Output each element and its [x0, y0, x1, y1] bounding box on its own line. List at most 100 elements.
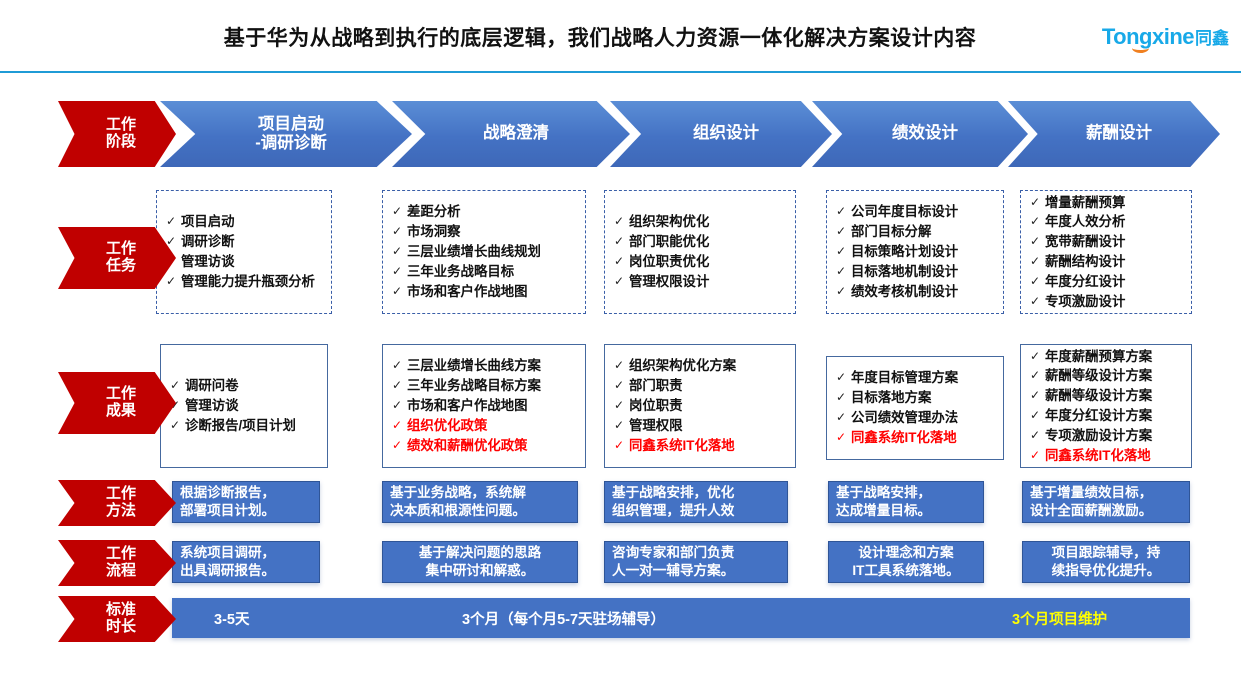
task-item-text: 管理权限设计: [629, 273, 710, 289]
task-item-text: 年度人效分析: [1045, 214, 1126, 230]
task-item: ✓管理访谈: [166, 252, 324, 272]
deliverable-item-text: 组织架构优化方案: [629, 358, 737, 374]
task-item: ✓增量薪酬预算: [1030, 193, 1184, 213]
deliverable-item-text: 管理访谈: [185, 398, 239, 414]
stage-chevron-3[interactable]: 组织设计: [610, 101, 832, 167]
check-icon: ✓: [614, 417, 625, 432]
row-label-line1: 标准: [105, 601, 136, 619]
row-label-line1: 工作: [105, 240, 136, 258]
deliverable-item: ✓三层业绩增长曲线方案: [392, 356, 578, 376]
check-icon: ✓: [392, 244, 403, 259]
row-label-line2: 时长: [105, 618, 136, 635]
check-icon: ✓: [1030, 254, 1041, 268]
deliverable-item: ✓年度薪酬预算方案: [1030, 347, 1184, 367]
row-label-line2: 阶段: [105, 133, 136, 150]
deliverable-item: ✓管理访谈: [170, 396, 320, 416]
method-text: 基于业务战略，系统解 决本质和根源性问题。: [390, 485, 526, 518]
deliverable-item: ✓岗位职责: [614, 396, 788, 416]
duration-segment-2: 3个月（每个月5-7天驻场辅导）: [462, 611, 666, 628]
deliverable-item-text: 管理权限: [629, 417, 683, 433]
deliverable-item: ✓调研问卷: [170, 376, 320, 396]
deliverable-item-text: 同鑫系统IT化落地: [629, 437, 735, 453]
task-item-text: 部门职能优化: [629, 234, 710, 250]
deliverable-item-text: 专项激励设计方案: [1045, 427, 1153, 443]
check-icon: ✓: [1030, 293, 1041, 308]
deliverable-item: ✓专项激励设计方案: [1030, 426, 1184, 446]
check-icon: ✓: [614, 378, 625, 393]
task-item-text: 市场洞察: [407, 224, 461, 240]
deliverable-item: ✓诊断报告/项目计划: [170, 416, 320, 436]
logo-swoosh-icon: [1131, 43, 1149, 53]
deliverable-item-text: 薪酬等级设计方案: [1045, 388, 1153, 404]
deliverable-item-highlight: ✓同鑫系统IT化落地: [614, 436, 788, 456]
method-text: 根据诊断报告， 部署项目计划。: [180, 485, 276, 518]
check-icon: ✓: [392, 263, 403, 278]
stage-label: 绩效设计: [892, 124, 958, 143]
check-icon: ✓: [836, 283, 847, 298]
deliverable-item: ✓ 组织架构优化方案: [614, 356, 788, 376]
company-logo: Tongxine 同鑫: [1102, 26, 1229, 53]
flow-text: 基于解决问题的思路 集中研讨和解惑。: [418, 545, 542, 578]
row-label-work-stage: 工作 阶段: [58, 101, 176, 167]
deliverable-item-highlight: ✓绩效和薪酬优化政策: [392, 436, 578, 456]
check-icon: ✓: [1030, 408, 1041, 422]
stage-chevron-5[interactable]: 薪酬设计: [1008, 101, 1220, 167]
row-label-work-task: 工作 任务: [58, 227, 176, 289]
stage-label: 薪酬设计: [1086, 124, 1152, 143]
task-item: ✓三层业绩增长曲线规划: [392, 242, 578, 262]
task-item-text: 目标策略计划设计: [851, 244, 959, 260]
check-icon: ✓: [1030, 368, 1041, 383]
row-label-line2: 成果: [105, 402, 136, 419]
check-icon: ✓: [1030, 447, 1041, 462]
duration-segment-1: 3-5天: [214, 611, 250, 628]
task-item: ✓ 专项激励设计: [1030, 292, 1184, 312]
method-text: 基于战略安排， 达成增量目标。: [836, 485, 932, 518]
deliverable-item: ✓ 薪酬等级设计方案: [1030, 386, 1184, 406]
task-item-text: 专项激励设计: [1045, 293, 1126, 309]
task-item: ✓ 薪酬结构设计: [1030, 252, 1184, 272]
flow-box-4: 设计理念和方案 IT工具系统落地。: [828, 541, 984, 583]
check-icon: ✓: [1030, 388, 1041, 403]
deliverable-item-text: 目标落地方案: [851, 390, 932, 406]
stage-chevron-2[interactable]: 战略澄清: [392, 101, 630, 167]
deliverable-item-text: 市场和客户作战地图: [407, 398, 528, 414]
task-item: ✓管理能力提升瓶颈分析: [166, 272, 324, 292]
task-item-text: 市场和客户作战地图: [407, 283, 528, 299]
task-item: ✓ 三年业务战略目标: [392, 262, 578, 282]
task-item-text: 岗位职责优化: [629, 254, 710, 269]
task-item: ✓年度人效分析: [1030, 212, 1184, 232]
stage-label: 项目启动 -调研诊断: [255, 114, 327, 152]
stage-chevron-4[interactable]: 绩效设计: [812, 101, 1028, 167]
deliverable-item-text: 组织优化政策: [407, 417, 488, 433]
check-icon: ✓: [836, 410, 847, 424]
check-icon: ✓: [1030, 234, 1041, 249]
task-item: ✓绩效考核机制设计: [836, 282, 996, 302]
deliverable-item-text: 诊断报告/项目计划: [185, 417, 296, 433]
method-text: 基于战略安排，优化 组织管理，提升人效: [612, 485, 735, 518]
row-label-line1: 工作: [105, 545, 136, 563]
task-item-text: 项目启动: [181, 214, 235, 230]
task-item-text: 增量薪酬预算: [1045, 194, 1126, 210]
check-icon: ✓: [836, 429, 847, 444]
task-item: ✓组织架构优化: [614, 212, 788, 232]
stage-chevron-1[interactable]: 项目启动 -调研诊断: [160, 101, 412, 167]
task-item-text: 三年业务战略目标: [407, 263, 515, 279]
task-item: ✓差距分析: [392, 202, 578, 222]
check-icon: ✓: [392, 417, 403, 432]
task-item: ✓年度分红设计: [1030, 272, 1184, 292]
check-icon: ✓: [614, 358, 625, 373]
task-item: ✓目标落地机制设计: [836, 262, 996, 282]
check-icon: ✓: [614, 398, 625, 413]
check-icon: ✓: [166, 273, 177, 288]
task-box-5: ✓增量薪酬预算 ✓年度人效分析 ✓宽带薪酬设计 ✓薪酬结构设计 ✓年度分红设计 …: [1020, 190, 1192, 314]
task-item-text: 组织架构优化: [629, 214, 710, 230]
deliverable-item-highlight: ✓同鑫系统IT化落地: [836, 428, 996, 448]
task-item-text: 管理访谈: [181, 254, 235, 269]
check-icon: ✓: [166, 214, 177, 229]
task-item-text: 薪酬结构设计: [1045, 254, 1126, 269]
deliverable-item: ✓公司绩效管理办法: [836, 408, 996, 428]
task-item-text: 公司年度目标设计: [851, 204, 959, 220]
task-item: ✓管理权限设计: [614, 272, 788, 292]
deliverable-item-text: 薪酬等级设计方案: [1045, 368, 1153, 384]
deliverable-item-text: 年度分红设计方案: [1045, 408, 1153, 423]
